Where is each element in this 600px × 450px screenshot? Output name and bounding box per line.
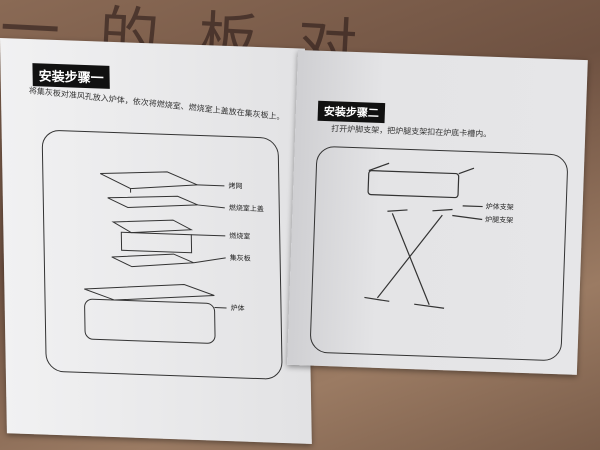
label-leg-stand: 炉腿支架 [485, 215, 514, 225]
label-combustion-chamber: 燃烧室 [229, 232, 251, 241]
label-grill-net: 烤网 [228, 182, 243, 191]
left-page: 安装步骤一 将集灰板对准风孔放入炉体，依次将燃烧室、燃烧室上盖放在集灰板上。 烤… [0, 38, 312, 444]
label-chamber-cover: 燃烧室上盖 [228, 204, 264, 214]
label-body: 炉体 [230, 304, 245, 313]
label-body-stand: 炉体支架 [485, 202, 514, 212]
grill-exploded-diagram [84, 171, 227, 344]
right-page: 安装步骤二 打开炉脚支架，把炉腿支架扣在炉底卡槽内。 炉体支架 炉腿支架 [287, 50, 588, 375]
label-ash-tray: 集灰板 [229, 254, 251, 263]
stand-diagram [364, 162, 483, 309]
